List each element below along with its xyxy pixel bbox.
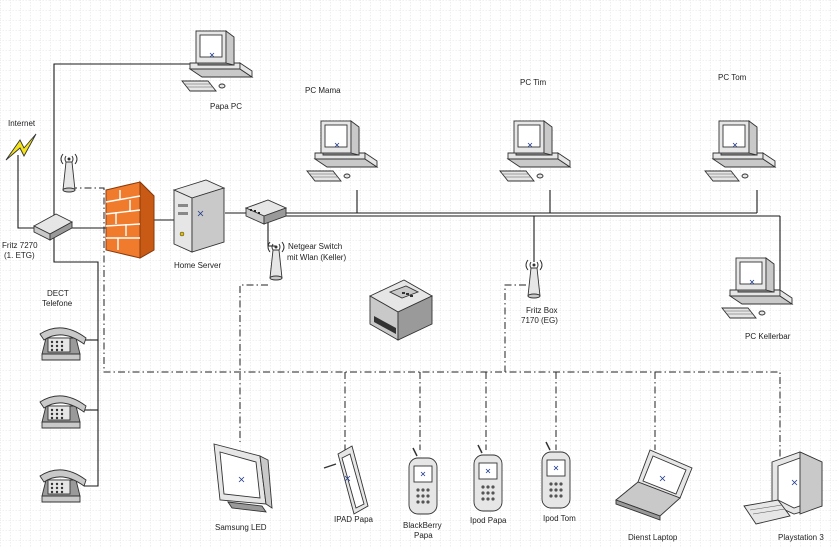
- ipad-papa-label: IPAD Papa: [334, 515, 374, 524]
- lightning-icon: [5, 133, 37, 161]
- dect-label-line2: Telefone: [42, 299, 73, 308]
- blackberry-label-line2: Papa: [414, 531, 433, 540]
- laptop-icon[interactable]: [615, 449, 693, 521]
- blackberry-label-line1: BlackBerry: [403, 521, 442, 530]
- dect-label-line1: DECT: [47, 289, 69, 298]
- pc-tim-label: PC Tim: [520, 78, 547, 87]
- wired-connections: [17, 63, 781, 487]
- papa-pc-label: Papa PC: [210, 102, 242, 111]
- pc-tom-label: PC Tom: [718, 73, 747, 82]
- fritzbox-label-line2: 7170 (EG): [521, 316, 558, 325]
- dienst-laptop-label: Dienst Laptop: [628, 533, 678, 542]
- switch-icon[interactable]: [244, 199, 288, 225]
- pc-kellerbar-label: PC Kellerbar: [745, 332, 791, 341]
- netgear-label-line1: Netgear Switch: [288, 242, 342, 251]
- pc-mama-label: PC Mama: [305, 86, 341, 95]
- server-icon[interactable]: [172, 179, 226, 253]
- ipod-tom-label: Ipod Tom: [543, 514, 576, 523]
- router-icon[interactable]: [33, 213, 73, 241]
- monitor-icon[interactable]: [743, 451, 823, 525]
- home-server-label: Home Server: [174, 261, 221, 270]
- fritz7270-label-line1: Fritz 7270: [2, 241, 38, 250]
- monitor-icon[interactable]: [213, 443, 273, 513]
- fritzbox-label-line1: Fritz Box: [526, 306, 558, 315]
- samsung-led-label: Samsung LED: [215, 523, 267, 532]
- fritz7270-label-line2: (1. ETG): [4, 251, 35, 260]
- printer-icon[interactable]: [369, 279, 433, 341]
- ipod-papa-label: Ipod Papa: [470, 516, 507, 525]
- netgear-label-line2: mit Wlan (Keller): [287, 253, 346, 262]
- internet-label: Internet: [8, 119, 36, 128]
- firewall-icon: [105, 180, 155, 259]
- playstation-label: Playstation 3: [778, 533, 824, 542]
- tablet-icon[interactable]: [323, 445, 369, 515]
- wireless-connections: [70, 187, 781, 470]
